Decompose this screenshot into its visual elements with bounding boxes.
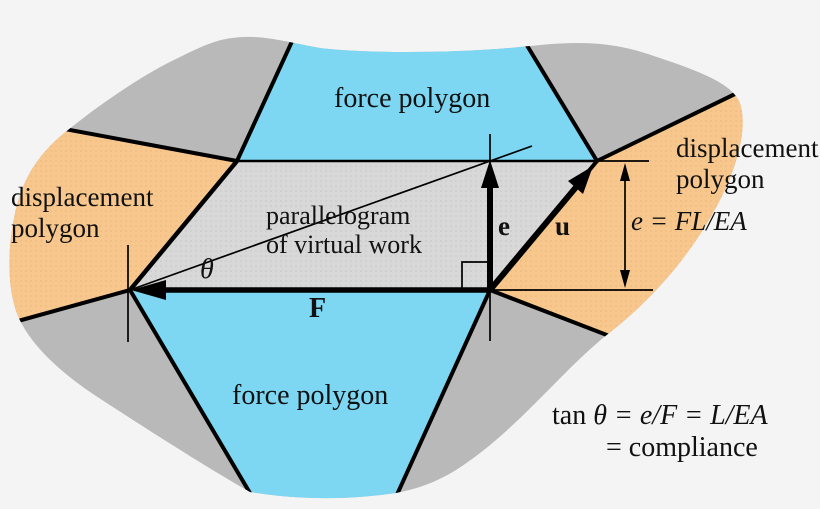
F-vector-arrow bbox=[131, 280, 490, 300]
F-vector-label: F bbox=[309, 293, 327, 324]
force-polygon-top-region bbox=[237, 36, 597, 161]
edge-orange-left-bottom bbox=[9, 288, 131, 328]
edge-blue-top-left bbox=[235, 36, 302, 162]
u-vector-arrow bbox=[487, 166, 593, 292]
parallelogram-line1: parallelogram bbox=[266, 201, 411, 230]
right-angle-marker bbox=[461, 261, 488, 288]
tan-theta-formula: tan θ = e/F = L/EA bbox=[552, 400, 768, 431]
displacement-polygon-left-dots bbox=[9, 117, 237, 326]
displacement-left-line1: displacement bbox=[11, 182, 154, 212]
parallelogram-line2: of virtual work bbox=[266, 230, 422, 259]
e-vector-label: e bbox=[498, 211, 510, 241]
elongation-dimension-formula: e = FL/EA bbox=[631, 206, 747, 236]
displacement-polygon-right-label: displacement polygon bbox=[676, 133, 818, 195]
compliance-formula: = compliance bbox=[606, 432, 758, 463]
u-vector-label: u bbox=[555, 211, 571, 241]
edge-blue-bottom-right bbox=[388, 289, 492, 499]
tan-math: θ = e/F = L/EA bbox=[593, 400, 768, 431]
tan-prefix: tan bbox=[552, 400, 594, 431]
displacement-polygon-left-label: displacement polygon bbox=[11, 182, 153, 244]
displacement-right-line1: displacement bbox=[676, 133, 819, 163]
e-vector-arrow bbox=[481, 160, 499, 288]
parallelogram-label: parallelogram of virtual work bbox=[266, 201, 422, 259]
edge-blue-top-right bbox=[512, 36, 599, 163]
force-polygon-bottom-region bbox=[130, 290, 490, 499]
force-polygon-top-label: force polygon bbox=[334, 83, 491, 114]
displacement-left-line2: polygon bbox=[11, 213, 100, 243]
edge-blue-bottom-left bbox=[128, 288, 262, 499]
dimension-e bbox=[490, 160, 653, 291]
dimension-arrowhead-down bbox=[620, 270, 630, 288]
theta-diagonal-line bbox=[129, 145, 533, 291]
displacement-polygon-right-dots bbox=[490, 77, 743, 354]
force-polygon-bottom-label: force polygon bbox=[232, 380, 389, 411]
displacement-right-line2: polygon bbox=[676, 164, 765, 194]
parallelogram-dots bbox=[130, 161, 597, 290]
edge-parallelogram-left bbox=[128, 159, 239, 292]
dimension-arrowhead-up bbox=[620, 163, 630, 181]
theta-angle-label: θ bbox=[200, 254, 214, 285]
